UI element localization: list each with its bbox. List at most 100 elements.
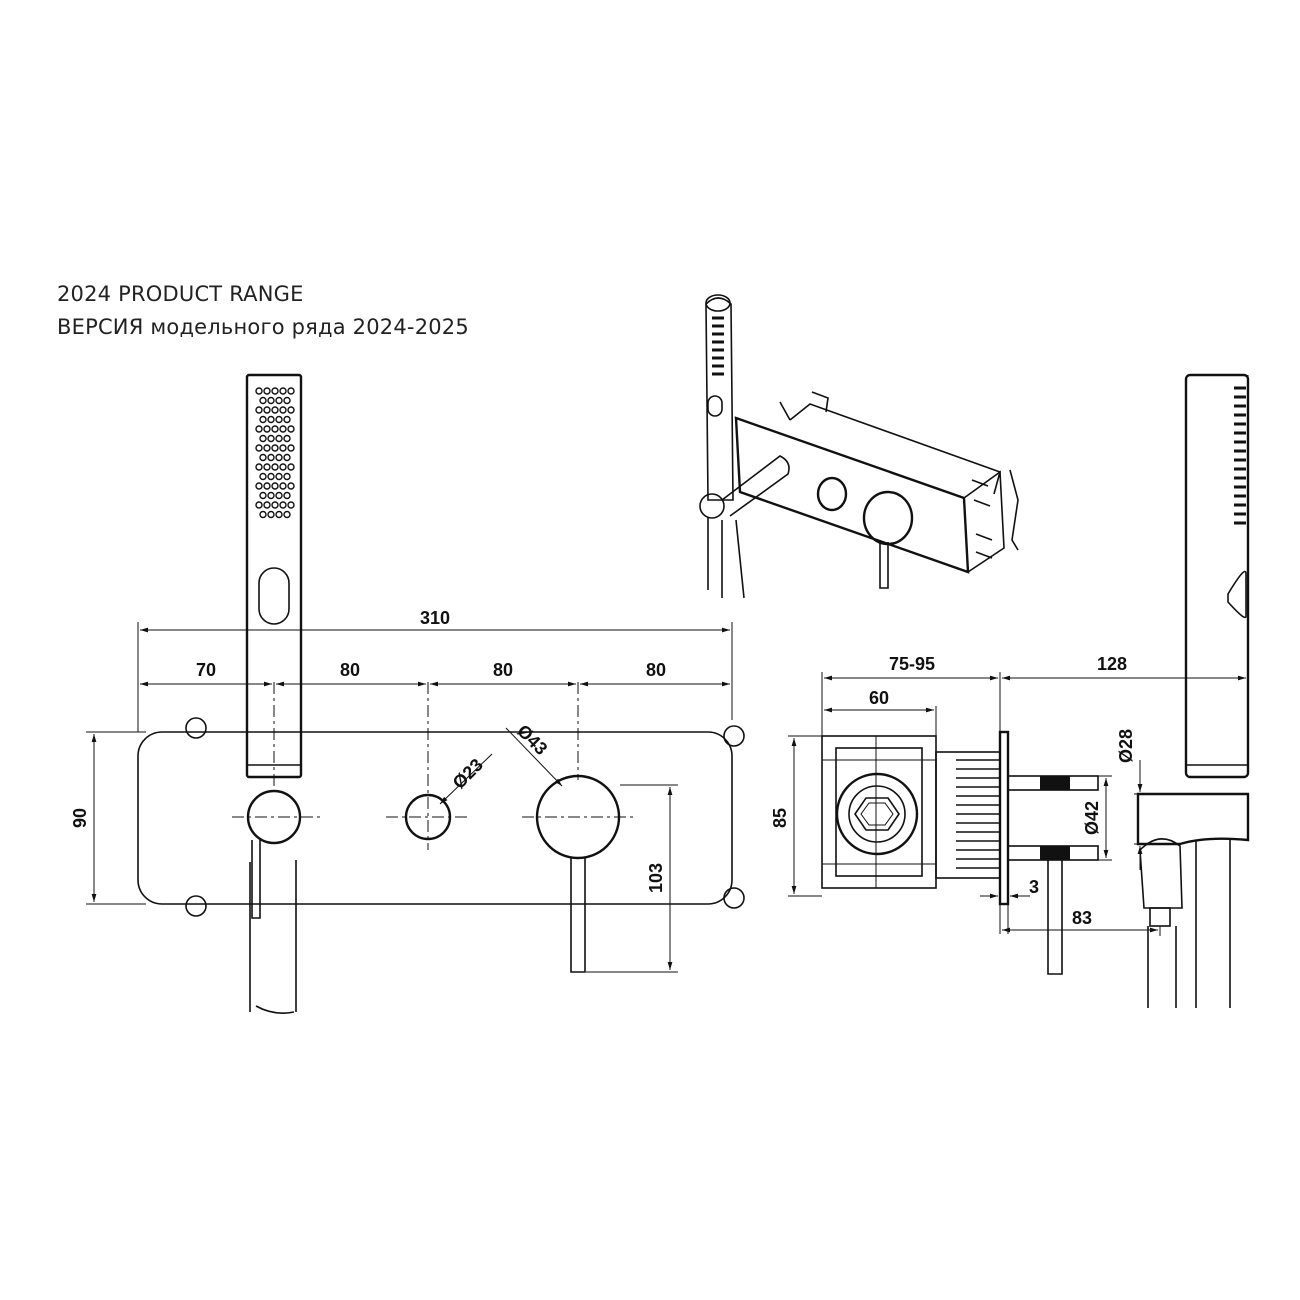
- iso-large-knob: [862, 490, 914, 546]
- dim-seg-4: 80: [646, 660, 666, 680]
- side-valve: [835, 772, 919, 856]
- nozzle: [283, 491, 291, 500]
- nozzle: [259, 510, 267, 519]
- nozzle: [267, 434, 275, 443]
- dim-shower-offset: 128: [1097, 654, 1127, 674]
- nozzle: [271, 387, 279, 395]
- mount-tab-tl: [185, 717, 207, 739]
- nozzle: [263, 482, 271, 490]
- dim-height: 90: [70, 808, 90, 828]
- nozzle: [283, 510, 291, 519]
- mount-tab-bl: [185, 895, 207, 917]
- nozzle: [259, 472, 267, 481]
- dia-large-knob: Ø43: [513, 721, 551, 759]
- nozzle: [267, 472, 275, 481]
- dim-handle-drop: 103: [646, 863, 666, 893]
- nozzle: [263, 463, 271, 471]
- nozzle: [271, 444, 279, 452]
- nozzle: [271, 425, 279, 433]
- nozzle: [279, 425, 287, 433]
- nozzle: [263, 425, 271, 433]
- dim-body-depth: 75-95: [889, 654, 935, 674]
- dim-seg-3: 80: [493, 660, 513, 680]
- nozzle: [271, 406, 279, 414]
- nozzle: [287, 463, 295, 471]
- nozzle: [275, 434, 283, 443]
- nozzle: [279, 463, 287, 471]
- dim-seg-1: 70: [196, 660, 216, 680]
- dim-box-depth: 60: [869, 688, 889, 708]
- nozzle: [255, 425, 263, 433]
- mount-tab-tr: [723, 725, 745, 747]
- iso-plate: [734, 416, 970, 574]
- dia-handshower: Ø28: [1116, 729, 1136, 763]
- side-view: 75-95 60 128 85 Ø28 Ø42 3 83: [770, 373, 1250, 1008]
- nozzle: [275, 453, 283, 462]
- nozzle: [287, 501, 295, 509]
- nozzle: [267, 453, 275, 462]
- side-plate: [998, 730, 1010, 906]
- nozzle: [255, 387, 263, 395]
- iso-lever: [879, 540, 889, 589]
- nozzle: [283, 472, 291, 481]
- nozzle: [259, 396, 267, 405]
- nozzle: [275, 396, 283, 405]
- nozzle: [255, 482, 263, 490]
- nozzle: [271, 501, 279, 509]
- side-handshower: [1184, 373, 1250, 779]
- nozzle: [275, 510, 283, 519]
- nozzle: [279, 444, 287, 452]
- nozzle: [279, 501, 287, 509]
- nozzle: [263, 406, 271, 414]
- nozzle: [287, 406, 295, 414]
- front-view: 310 70 80 80 80 90 103 Ø23 Ø43: [70, 373, 745, 1014]
- mixer-lever: [570, 858, 586, 973]
- nozzle: [271, 482, 279, 490]
- nozzle: [255, 501, 263, 509]
- dia-small-knob: Ø23: [449, 755, 487, 793]
- dim-plate: 3: [1029, 877, 1039, 897]
- nozzle: [283, 415, 291, 424]
- nozzle: [267, 396, 275, 405]
- nozzle: [275, 491, 283, 500]
- nozzle: [271, 463, 279, 471]
- iso-handshower: [705, 297, 734, 501]
- side-holder: [1136, 792, 1250, 846]
- iso-holder-arm: [721, 455, 790, 517]
- side-handshower-button: [1227, 570, 1247, 619]
- side-box: [821, 735, 937, 889]
- isometric-view: [699, 294, 1019, 599]
- nozzle: [259, 453, 267, 462]
- side-threads: [956, 759, 1000, 869]
- header-title: 2024 PRODUCT RANGE: [57, 282, 304, 306]
- header: 2024 PRODUCT RANGE ВЕРСИЯ модельного ряд…: [57, 278, 469, 344]
- dim-total-width: 310: [420, 608, 450, 628]
- nozzle: [259, 415, 267, 424]
- header-subtitle: ВЕРСИЯ модельного ряда 2024-2025: [57, 315, 469, 339]
- nozzle: [275, 472, 283, 481]
- nozzle: [263, 444, 271, 452]
- nozzle: [259, 491, 267, 500]
- dim-seg-2: 80: [340, 660, 360, 680]
- nozzle: [279, 406, 287, 414]
- handshower-front: [245, 373, 303, 1014]
- handshower-button: [258, 567, 290, 625]
- nozzle: [287, 387, 295, 395]
- nozzle: [267, 415, 275, 424]
- nozzle: [287, 425, 295, 433]
- nozzle: [263, 387, 271, 395]
- iso-small-knob: [816, 476, 848, 512]
- nozzle: [279, 482, 287, 490]
- nozzle: [283, 453, 291, 462]
- nozzle: [267, 510, 275, 519]
- mount-tab-br: [723, 887, 745, 909]
- side-nozzles: [1234, 386, 1246, 525]
- nozzle: [287, 482, 295, 490]
- dia-outlet: Ø42: [1082, 801, 1102, 835]
- nozzle: [267, 491, 275, 500]
- nozzle: [259, 434, 267, 443]
- dim-box-height: 85: [770, 808, 790, 828]
- nozzle: [263, 501, 271, 509]
- nozzle: [283, 396, 291, 405]
